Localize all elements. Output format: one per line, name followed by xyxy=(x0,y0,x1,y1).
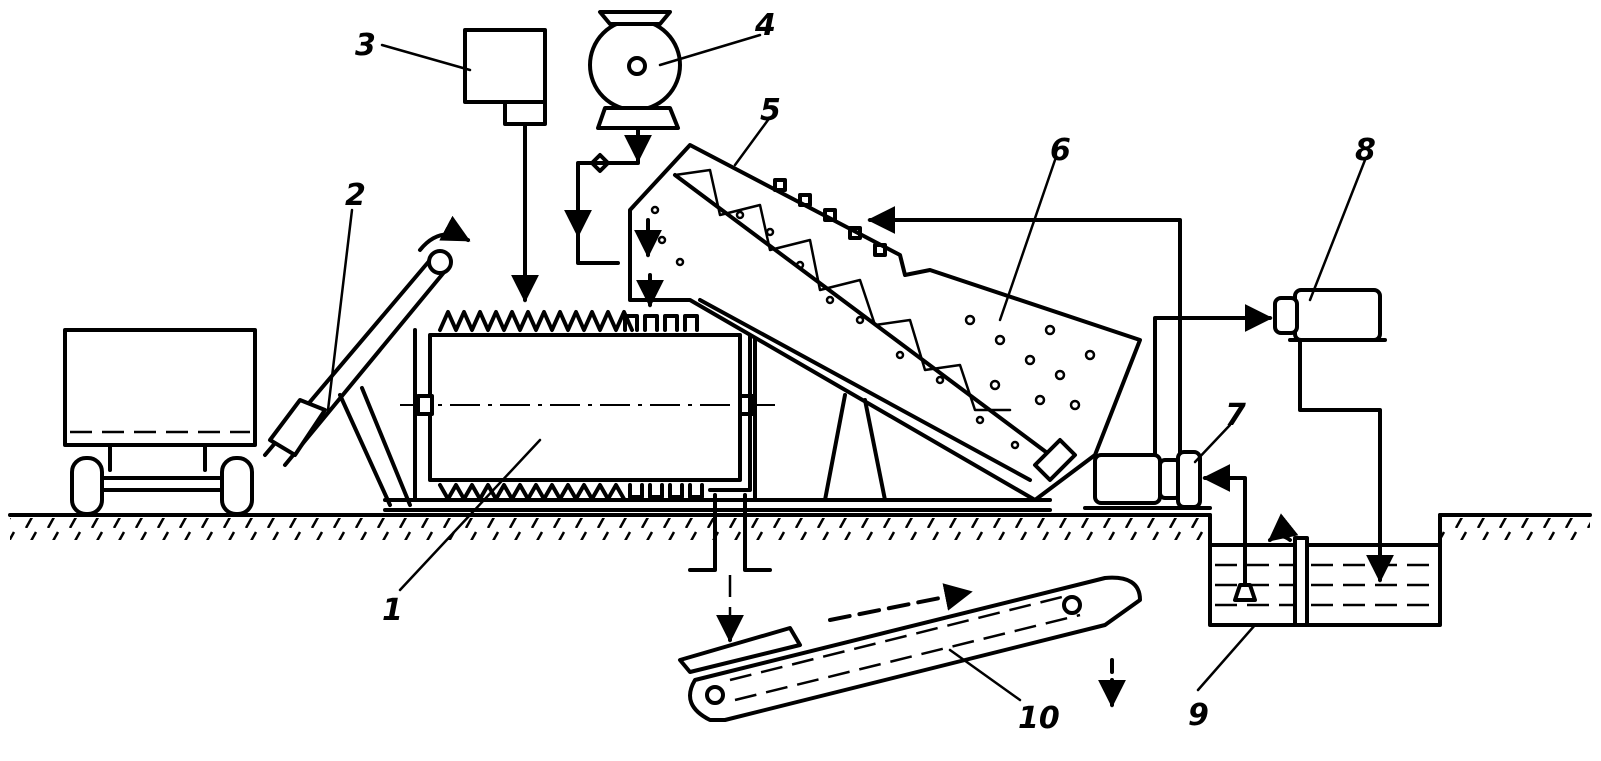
cart xyxy=(63,328,257,516)
label-4: 4 xyxy=(754,8,776,43)
leader-lines xyxy=(326,33,1367,702)
label-7: 7 xyxy=(1225,398,1246,433)
label-1: 1 xyxy=(382,593,403,628)
ground xyxy=(8,513,1592,540)
label-10: 10 xyxy=(1018,701,1060,736)
label-5: 5 xyxy=(760,93,781,128)
label-8: 8 xyxy=(1355,133,1376,168)
inclined-washer xyxy=(628,143,1142,502)
label-9: 9 xyxy=(1188,698,1209,733)
pump-unit xyxy=(564,10,682,265)
label-6: 6 xyxy=(1050,133,1071,168)
label-2: 2 xyxy=(345,178,366,213)
discharge-conveyor xyxy=(678,575,1142,722)
control-box xyxy=(463,28,547,303)
pump-motor-8 xyxy=(1273,288,1394,583)
label-3: 3 xyxy=(355,28,376,63)
water-tank xyxy=(1208,513,1442,627)
pump-motor-7 xyxy=(1083,450,1247,592)
feed-conveyor xyxy=(263,215,471,507)
